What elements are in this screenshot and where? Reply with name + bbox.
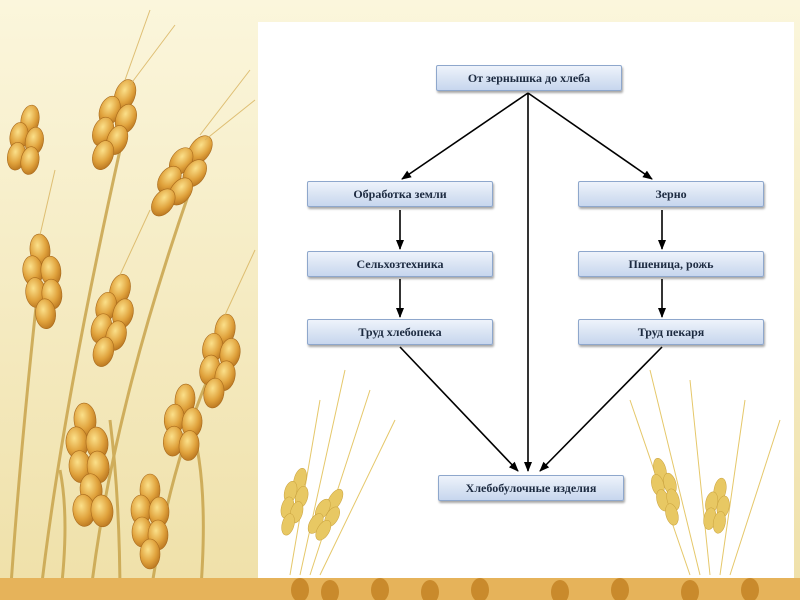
node-result: Хлебобулочные изделия [438, 475, 624, 501]
node-left-3: Труд хлебопека [307, 319, 493, 345]
node-right-2: Пшеница, рожь [578, 251, 764, 277]
node-right-1: Зерно [578, 181, 764, 207]
node-left-2: Сельхозтехника [307, 251, 493, 277]
node-right-3: Труд пекаря [578, 319, 764, 345]
node-root: От зернышка до хлеба [436, 65, 622, 91]
node-left-1: Обработка земли [307, 181, 493, 207]
